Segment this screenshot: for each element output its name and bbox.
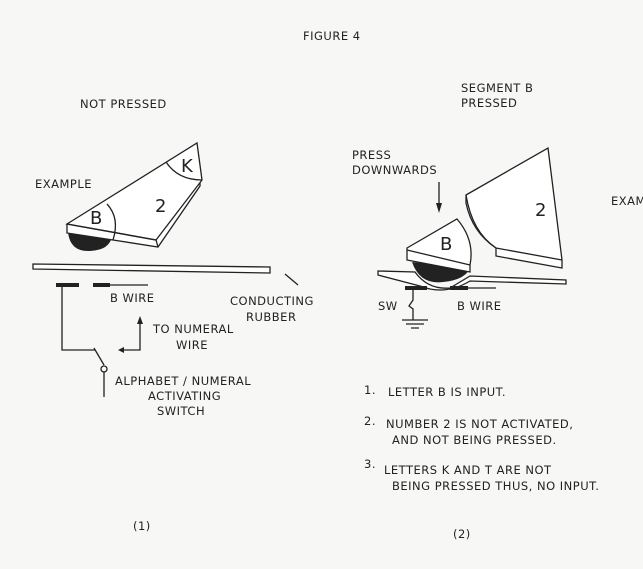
note-3-line1: LETTERS K AND T ARE NOT bbox=[384, 463, 552, 477]
note-3-line2: BEING PRESSED THUS, NO INPUT. bbox=[392, 479, 599, 493]
note-3-number: 3. bbox=[364, 457, 376, 471]
numeral-wire-arrow bbox=[120, 322, 141, 351]
panel-not-pressed: NOT PRESSED EXAMPLE B 2 K CONDUCTING RUB… bbox=[32, 97, 314, 533]
key-b-segment bbox=[406, 218, 472, 273]
panel2-heading-1: SEGMENT B bbox=[461, 81, 533, 95]
panel1-caption: (1) bbox=[133, 519, 151, 533]
press-arrow bbox=[436, 203, 442, 213]
panel2-key-b-label: B bbox=[440, 234, 453, 255]
sw-label: SW bbox=[378, 299, 398, 313]
conducting-rubber bbox=[32, 263, 271, 274]
figure-title: FIGURE 4 bbox=[303, 29, 361, 43]
switch-pivot bbox=[100, 365, 108, 373]
keypad-segment-unpressed bbox=[65, 141, 203, 252]
panel2-key-2-label: 2 bbox=[535, 200, 547, 221]
switch-label-2: ACTIVATING bbox=[148, 389, 221, 403]
panel2-example-label: EXAMPLE bbox=[611, 194, 643, 208]
conducting-label: CONDUCTING bbox=[230, 294, 314, 308]
panel2-heading-2: PRESSED bbox=[461, 96, 517, 110]
downwards-label: DOWNWARDS bbox=[352, 163, 437, 177]
key-2-label: 2 bbox=[155, 196, 167, 217]
switch-label-3: SWITCH bbox=[157, 404, 205, 418]
key-k-label: K bbox=[181, 156, 194, 177]
press-label: PRESS bbox=[352, 148, 391, 162]
wire-label: WIRE bbox=[176, 338, 208, 352]
panel2-caption: (2) bbox=[453, 527, 471, 541]
key-b-label: B bbox=[90, 208, 103, 229]
b-wire-label: B WIRE bbox=[110, 291, 155, 305]
contact-pad-left bbox=[56, 283, 79, 287]
ground-switch bbox=[402, 290, 428, 329]
panel1-example-label: EXAMPLE bbox=[35, 177, 92, 191]
rubber-pointer bbox=[284, 273, 299, 286]
switch-wire bbox=[61, 287, 105, 366]
key-2-segment bbox=[465, 146, 563, 269]
rubber-label: RUBBER bbox=[246, 310, 296, 324]
note-2-line2: AND NOT BEING PRESSED. bbox=[392, 433, 557, 447]
note-2-line1: NUMBER 2 IS NOT ACTIVATED, bbox=[386, 417, 573, 431]
note-1-text: LETTER B IS INPUT. bbox=[388, 385, 506, 399]
panel1-heading: NOT PRESSED bbox=[80, 97, 167, 111]
contact-pad-b bbox=[93, 283, 110, 287]
switch-label-1: ALPHABET / NUMERAL bbox=[115, 374, 251, 388]
panel2-b-wire-label: B WIRE bbox=[457, 299, 502, 313]
note-2-number: 2. bbox=[364, 414, 376, 428]
pressed-rubber bbox=[377, 270, 567, 291]
to-numeral-label: TO NUMERAL bbox=[152, 322, 234, 336]
panel-segment-b-pressed: SEGMENT B PRESSED PRESS DOWNWARDS EXAMPL… bbox=[352, 81, 643, 541]
note-1-number: 1. bbox=[364, 383, 376, 397]
